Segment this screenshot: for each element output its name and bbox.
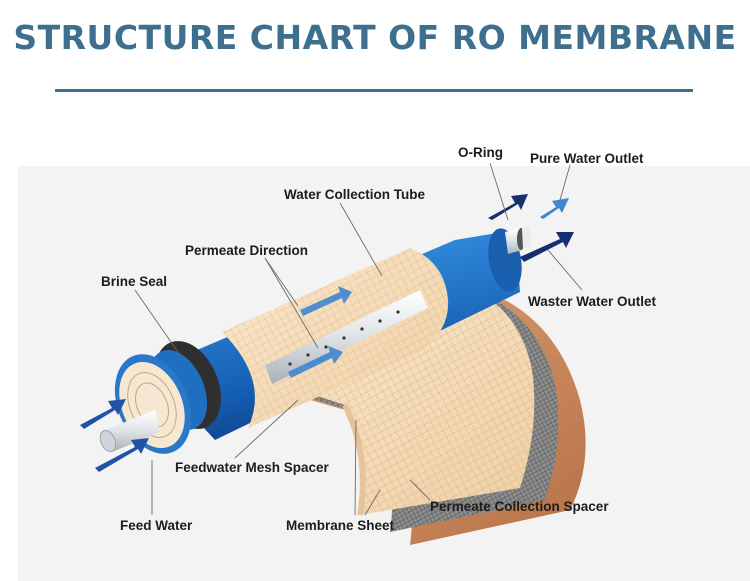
waste-water-arrow xyxy=(520,232,574,262)
leader-lines xyxy=(134,162,583,516)
label-permeate-direction: Permeate Direction xyxy=(185,243,309,258)
label-feed-water: Feed Water xyxy=(120,518,193,533)
label-membrane-sheet: Membrane Sheet xyxy=(286,518,395,533)
label-permeate-collection-spacer: Permeate Collection Spacer xyxy=(430,499,609,514)
label-waster-water-outlet: Waster Water Outlet xyxy=(528,294,657,309)
label-water-collection-tube: Water Collection Tube xyxy=(284,187,426,202)
label-brine-seal: Brine Seal xyxy=(101,274,168,289)
page-title: STRUCTURE CHART OF RO MEMBRANE xyxy=(13,18,737,57)
feed-water-arrows xyxy=(80,399,149,472)
title-underline xyxy=(55,89,693,92)
water-collection-tube xyxy=(99,290,428,452)
outlet-end xyxy=(488,226,531,292)
label-o-ring: O-Ring xyxy=(458,145,503,160)
label-feedwater-mesh-spacer: Feedwater Mesh Spacer xyxy=(175,460,329,475)
permeate-direction-arrows xyxy=(288,286,352,378)
label-pure-water-outlet: Pure Water Outlet xyxy=(530,151,644,166)
pure-water-arrows xyxy=(488,194,569,220)
